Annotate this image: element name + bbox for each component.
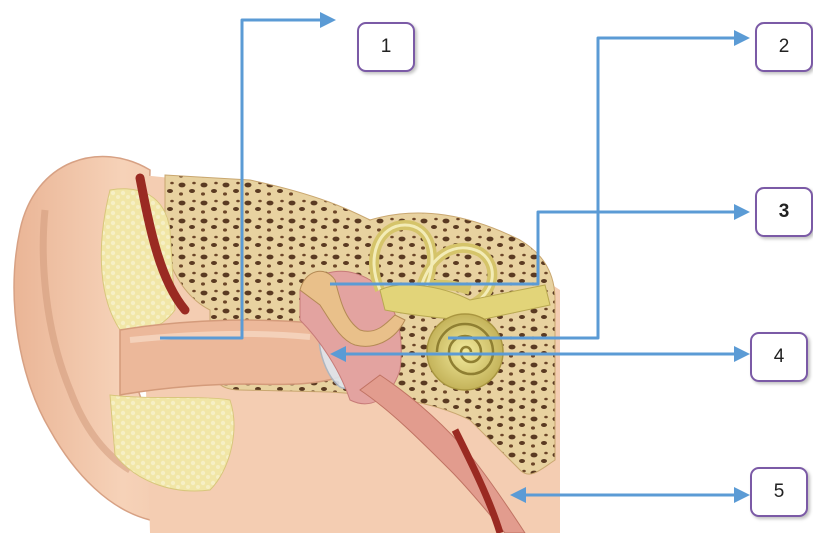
label-text-3: 3 [779, 201, 790, 223]
label-box-2: 2 [755, 22, 813, 72]
label-box-3: 3 [755, 187, 813, 237]
cochlea [427, 314, 503, 390]
label-box-4: 4 [750, 332, 808, 382]
label-text-1: 1 [381, 36, 392, 58]
label-text-4: 4 [774, 346, 785, 368]
label-box-1: 1 [357, 22, 415, 72]
label-text-2: 2 [779, 36, 790, 58]
label-box-5: 5 [750, 467, 808, 517]
label-text-5: 5 [774, 481, 785, 503]
